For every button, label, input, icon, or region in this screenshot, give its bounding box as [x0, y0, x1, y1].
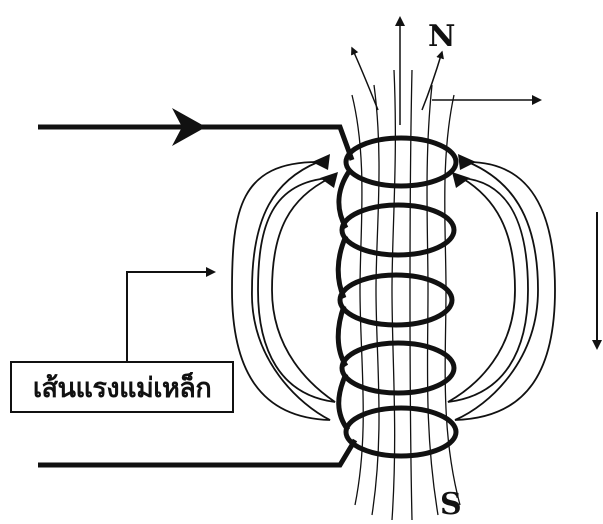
loop-arrowheads — [312, 154, 476, 188]
coil-turn-1 — [343, 135, 459, 189]
field-lines-label-box: เส้นแรงแม่เหล็ก — [10, 361, 234, 413]
coil-turn-3 — [337, 272, 455, 328]
coil-back-connections — [335, 168, 353, 432]
right-field-loop-outer — [454, 161, 556, 421]
internal-field-lines — [351, 69, 461, 521]
south-pole-label: S — [440, 487, 462, 522]
coil-turn-5 — [343, 405, 459, 459]
coil-turn-4 — [339, 340, 457, 396]
left-field-loop-outer — [231, 161, 331, 421]
north-pole-label: N — [428, 19, 455, 54]
field-lines-label: เส้นแรงแม่เหล็ก — [32, 372, 212, 404]
callout-leader — [126, 267, 216, 361]
north-arrows — [351, 16, 542, 125]
coil-loops — [335, 135, 459, 459]
output-wire — [38, 438, 358, 468]
coil-turn-2 — [339, 202, 457, 258]
current-direction-arrow — [172, 108, 206, 146]
input-wire — [38, 124, 355, 161]
north-right-arrow — [421, 50, 444, 111]
north-left-arrow — [351, 46, 379, 111]
lead-wires — [38, 124, 358, 468]
left-field-loop-inner — [257, 177, 336, 403]
right-field-loop-inner — [447, 177, 529, 403]
outer-field-loops — [231, 161, 556, 421]
